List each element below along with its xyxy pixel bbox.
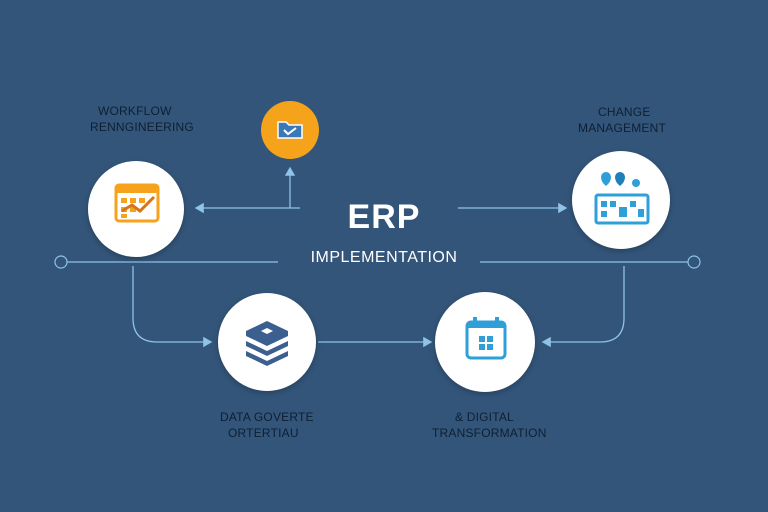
folder-check-icon	[277, 121, 303, 139]
calendar-chart-icon	[114, 183, 160, 223]
data-label-line2: ORTERTIAU	[228, 426, 299, 440]
axis-end-left	[54, 255, 68, 269]
change-label-line2: MANAGEMENT	[578, 121, 667, 135]
workflow-node[interactable]	[88, 161, 184, 257]
people-board-icon	[594, 172, 650, 225]
data-label-line1: DATA GOVERTE	[220, 410, 314, 424]
data-node[interactable]	[218, 293, 316, 391]
change-node[interactable]	[572, 151, 670, 249]
center-subtitle: IMPLEMENTATION	[310, 249, 458, 266]
layers-stack-icon	[246, 321, 288, 366]
axis-end-right	[687, 255, 701, 269]
digital-label-line1: & DIGITAL	[455, 410, 514, 424]
arrow-change-digital	[541, 266, 625, 348]
calendar-grid-icon	[465, 317, 507, 360]
arrow-workflow-data	[132, 266, 213, 348]
digital-node[interactable]	[435, 292, 535, 392]
workflow-label-line2: RENNGINEERING	[90, 120, 194, 134]
change-label-line1: CHANGE	[598, 105, 651, 119]
digital-label-line2: TRANSFORMATION	[432, 426, 547, 440]
workflow-label-line1: WORKFLOW	[98, 104, 172, 118]
folder-badge[interactable]	[261, 101, 319, 159]
center-title: ERP	[347, 198, 421, 236]
